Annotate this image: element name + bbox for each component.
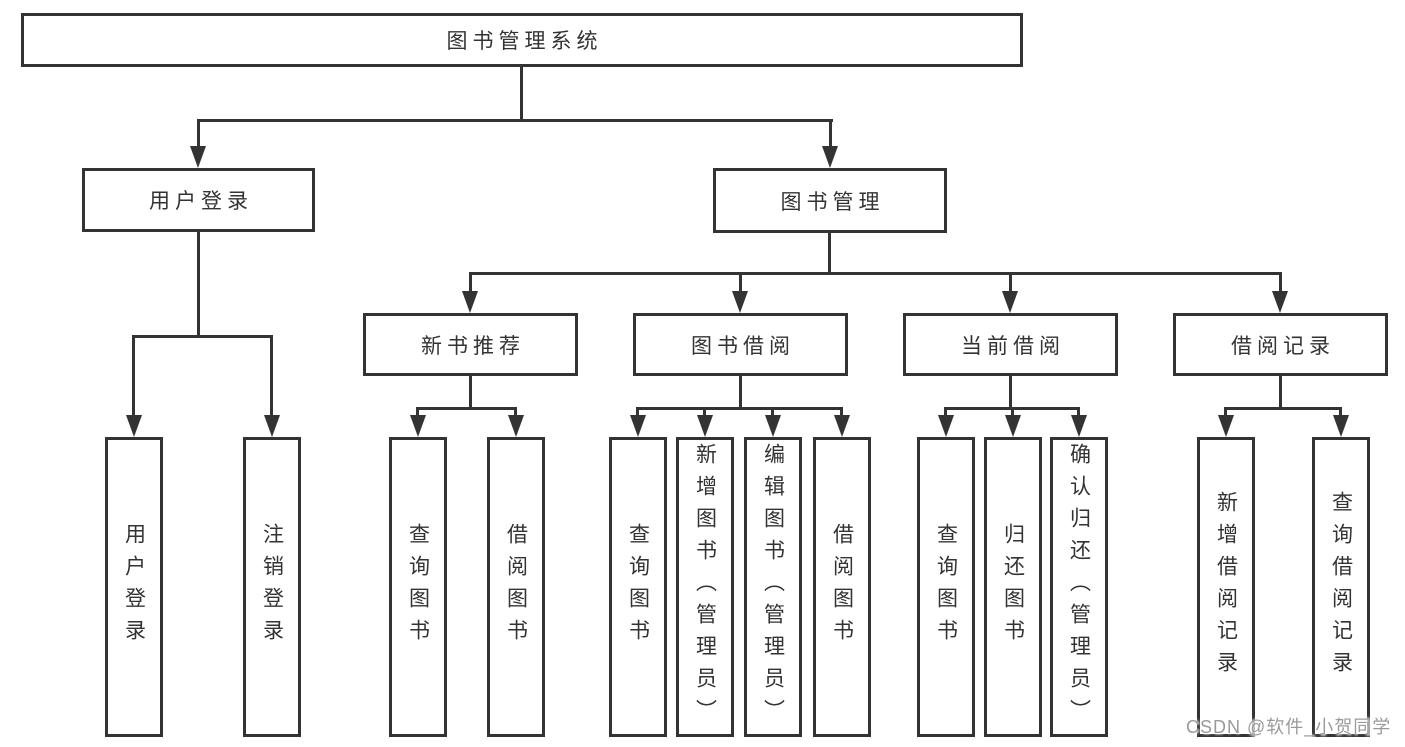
node-book-borrowing: 图书借阅 xyxy=(633,313,848,376)
connector-line xyxy=(739,376,742,407)
node-label: 借阅图书 xyxy=(830,523,854,651)
connector-line xyxy=(1009,376,1012,407)
arrow-down-icon xyxy=(630,415,646,437)
leaf-query-books-1: 查询图书 xyxy=(389,437,447,737)
node-label: 图书管理系统 xyxy=(446,30,603,53)
leaf-logout: 注销登录 xyxy=(243,437,301,737)
connector-line xyxy=(703,407,706,417)
node-label: 新增图书（管理员） xyxy=(693,443,717,731)
csdn-watermark: CSDN @软件_小贺同学 xyxy=(1186,717,1392,737)
connector-line xyxy=(828,233,831,272)
arrow-down-icon xyxy=(697,415,713,437)
arrow-down-icon xyxy=(1218,415,1234,437)
node-label: 确认归还（管理员） xyxy=(1067,443,1091,731)
node-label: 新书推荐 xyxy=(421,334,525,358)
connector-line xyxy=(416,407,517,410)
leaf-query-books-2: 查询图书 xyxy=(609,437,667,737)
connector-line xyxy=(469,272,472,293)
connector-line xyxy=(197,119,200,149)
connector-line xyxy=(1011,407,1014,417)
arrow-down-icon xyxy=(1272,291,1288,313)
arrow-down-icon xyxy=(765,415,781,437)
arrow-down-icon xyxy=(508,415,524,437)
connector-line xyxy=(197,232,200,335)
node-new-book-recommendation: 新书推荐 xyxy=(363,313,578,376)
leaf-edit-books-admin: 编辑图书（管理员） xyxy=(744,437,802,737)
arrow-down-icon xyxy=(822,146,838,168)
connector-line xyxy=(829,119,832,149)
connector-line xyxy=(1279,272,1282,293)
node-label: 图书管理 xyxy=(780,190,885,214)
leaf-borrow-books-2: 借阅图书 xyxy=(813,437,871,737)
connector-line xyxy=(416,407,419,417)
arrow-down-icon xyxy=(732,291,748,313)
node-user-login: 用户登录 xyxy=(82,168,315,232)
node-library-management-system: 图书管理系统 xyxy=(21,13,1023,67)
connector-line xyxy=(520,66,523,119)
leaf-add-borrow-record: 新增借阅记录 xyxy=(1197,437,1255,737)
arrow-down-icon xyxy=(1002,291,1018,313)
connector-line xyxy=(132,335,135,417)
connector-line xyxy=(1009,272,1012,293)
node-label: 用户登录 xyxy=(122,523,146,651)
node-label: 查询借阅记录 xyxy=(1329,491,1353,683)
leaf-return-books: 归还图书 xyxy=(984,437,1042,737)
arrow-down-icon xyxy=(1005,415,1021,437)
connector-line xyxy=(1279,376,1282,407)
arrow-down-icon xyxy=(190,146,206,168)
connector-line xyxy=(270,335,273,417)
node-label: 新增借阅记录 xyxy=(1214,491,1238,683)
leaf-add-books-admin: 新增图书（管理员） xyxy=(676,437,734,737)
arrow-down-icon xyxy=(1071,415,1087,437)
node-label: 借阅记录 xyxy=(1231,334,1335,358)
connector-line xyxy=(469,376,472,407)
connector-line xyxy=(469,272,1282,275)
node-label: 注销登录 xyxy=(260,523,284,651)
node-label: 编辑图书（管理员） xyxy=(761,443,785,731)
node-current-borrowing: 当前借阅 xyxy=(903,313,1118,376)
arrow-down-icon xyxy=(834,415,850,437)
connector-line xyxy=(1077,407,1080,417)
leaf-borrow-books-1: 借阅图书 xyxy=(487,437,545,737)
arrow-down-icon xyxy=(1333,415,1349,437)
node-book-management: 图书管理 xyxy=(713,168,947,233)
connector-line xyxy=(197,119,833,122)
connector-line xyxy=(1339,407,1342,417)
node-label: 归还图书 xyxy=(1001,523,1025,651)
connector-line xyxy=(636,407,843,410)
arrow-down-icon xyxy=(410,415,426,437)
arrow-down-icon xyxy=(126,415,142,437)
arrow-down-icon xyxy=(264,415,280,437)
arrow-down-icon xyxy=(462,291,478,313)
leaf-query-borrow-record: 查询借阅记录 xyxy=(1312,437,1370,737)
node-label: 借阅图书 xyxy=(504,523,528,651)
connector-line xyxy=(514,407,517,417)
node-label: 查询图书 xyxy=(406,523,430,651)
connector-line xyxy=(1224,407,1227,417)
node-borrowing-records: 借阅记录 xyxy=(1173,313,1388,376)
connector-line xyxy=(739,272,742,293)
leaf-query-books-3: 查询图书 xyxy=(917,437,975,737)
connector-line xyxy=(132,335,273,338)
leaf-confirm-return-admin: 确认归还（管理员） xyxy=(1050,437,1108,737)
node-label: 查询图书 xyxy=(934,523,958,651)
node-label: 图书借阅 xyxy=(691,334,795,358)
connector-line xyxy=(636,407,639,417)
node-label: 用户登录 xyxy=(149,190,253,213)
connector-line xyxy=(840,407,843,417)
connector-line xyxy=(944,407,947,417)
arrow-down-icon xyxy=(938,415,954,437)
connector-line xyxy=(771,407,774,417)
connector-line xyxy=(1224,407,1342,410)
leaf-user-login: 用户登录 xyxy=(105,437,163,737)
node-label: 当前借阅 xyxy=(961,334,1065,358)
node-label: 查询图书 xyxy=(626,523,650,651)
